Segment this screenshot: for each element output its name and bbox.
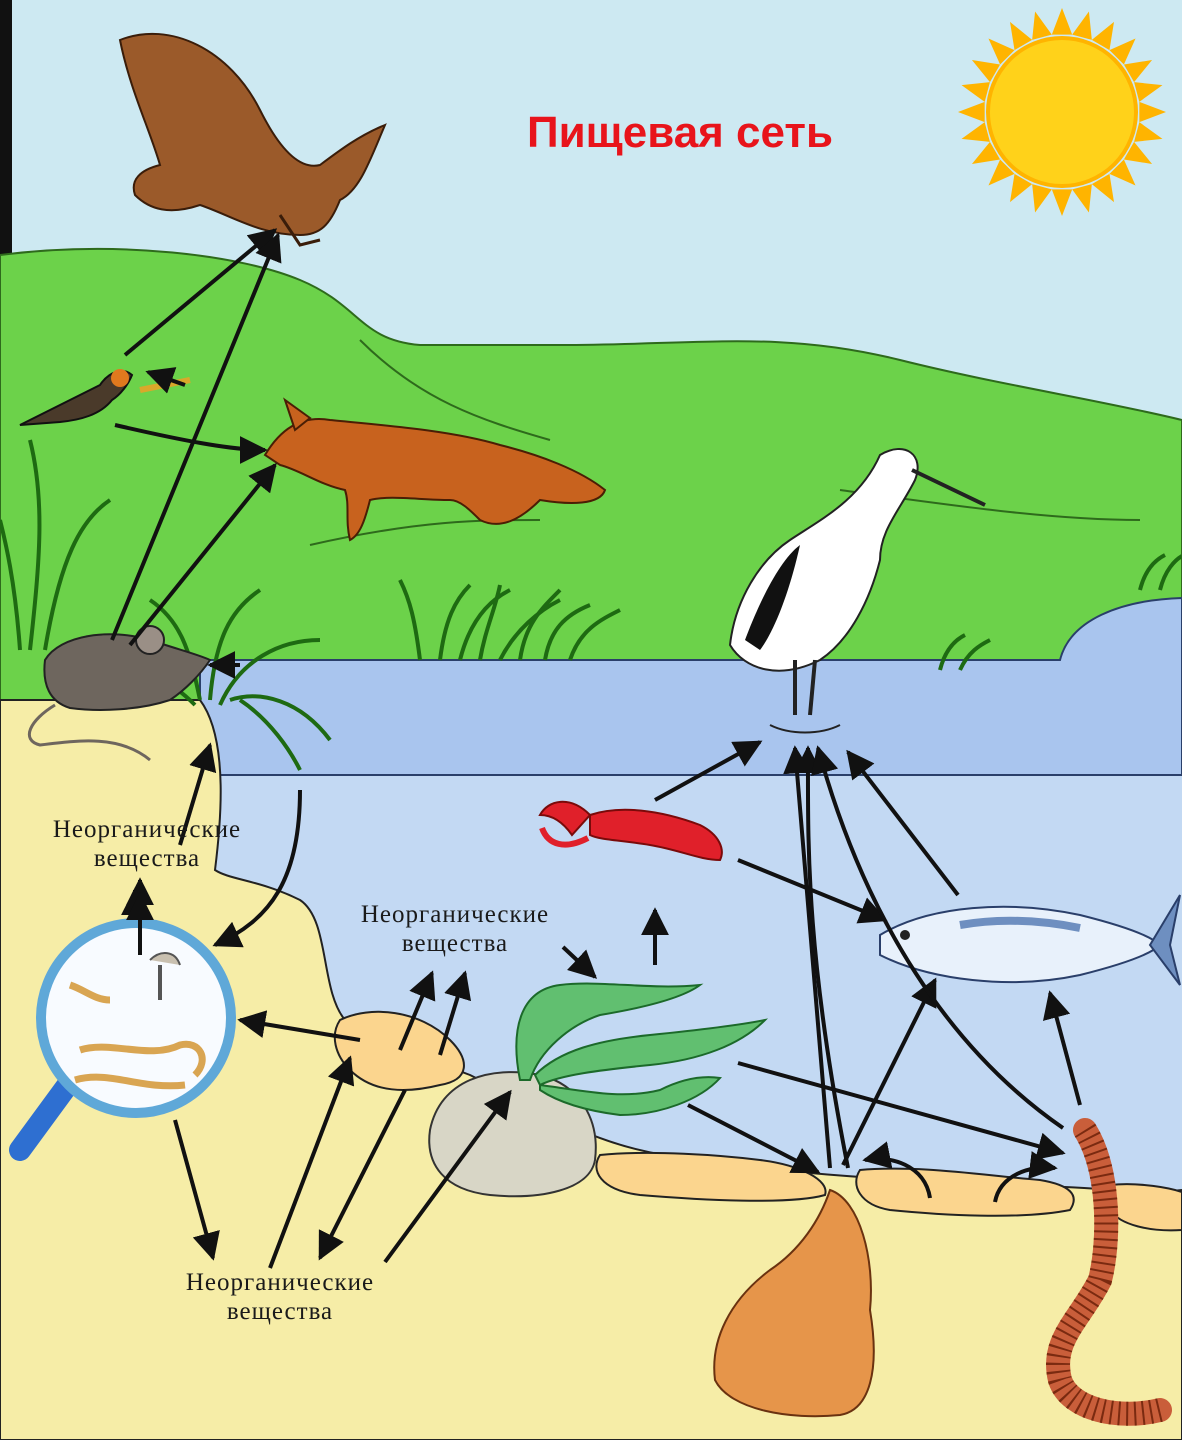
label-line-1: Неорганические: [130, 1268, 430, 1297]
label-inorganic-substances: Неорганические вещества: [305, 900, 605, 958]
label-inorganic-substances: Неорганические вещества: [2, 815, 292, 873]
label-line-2: вещества: [2, 844, 292, 873]
label-line-1: Неорганические: [305, 900, 605, 929]
label-line-2: вещества: [305, 929, 605, 958]
label-line-2: вещества: [130, 1297, 430, 1326]
label-inorganic-substances: Неорганические вещества: [130, 1268, 430, 1326]
label-line-1: Неорганические: [2, 815, 292, 844]
diagram-title: Пищевая сеть: [480, 108, 880, 158]
sun-icon: [958, 8, 1166, 216]
